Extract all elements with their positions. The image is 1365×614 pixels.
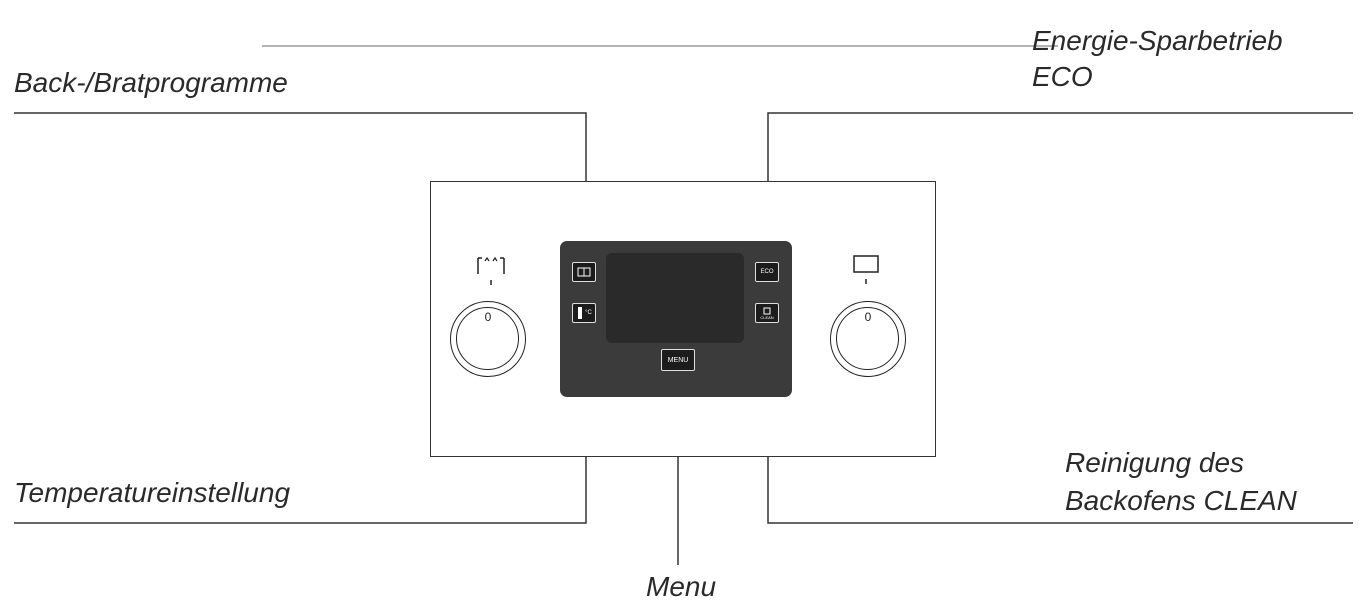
knob-value: 0 (864, 310, 872, 324)
label-eco: ECO (1032, 61, 1093, 92)
thermometer-icon (578, 307, 583, 319)
menu-button[interactable]: MENU (661, 349, 695, 371)
knob-value: 0 (484, 310, 492, 324)
label-backofens-clean: Backofens CLEAN (1065, 485, 1297, 516)
knob-inner-ring (456, 307, 519, 370)
clean-button-label: CLEAN (760, 314, 774, 320)
eco-button[interactable]: ECO (755, 262, 779, 282)
programs-button[interactable] (572, 262, 596, 282)
oven-program-icon (577, 267, 591, 277)
label-reinigung-des: Reinigung des (1065, 447, 1245, 478)
clean-icon (763, 307, 771, 314)
display-screen (606, 253, 744, 343)
temperature-selector-knob[interactable]: 0 (830, 301, 906, 377)
knob-inner-ring (836, 307, 899, 370)
label-temperatureinstellung: Temperatureinstellung (14, 477, 291, 508)
clean-button[interactable]: CLEAN (755, 303, 779, 323)
oven-heating-symbol-icon (477, 256, 505, 285)
temperature-button[interactable]: °C (572, 303, 596, 323)
oven-light-symbol-icon (853, 255, 879, 284)
function-selector-knob[interactable]: 0 (450, 301, 526, 377)
temperature-unit: °C (585, 310, 592, 316)
label-energie-sparbetrieb: Energie-Sparbetrieb (1032, 25, 1283, 56)
label-menu: Menu (646, 571, 717, 602)
label-back-brat-programme: Back-/Bratprogramme (14, 67, 288, 98)
